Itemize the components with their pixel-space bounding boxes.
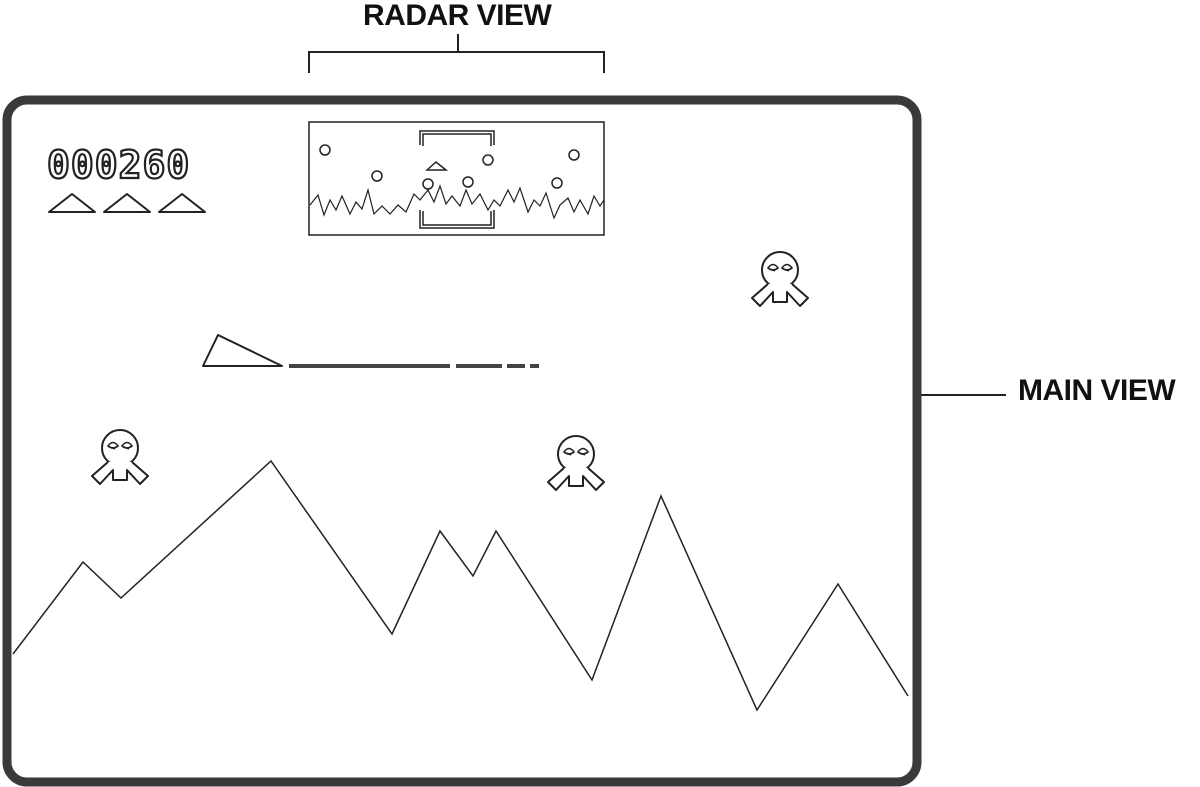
ship-icon — [158, 193, 206, 213]
terrain-mountains — [12, 459, 909, 712]
ship-icon — [103, 193, 151, 213]
ship-icon — [48, 193, 96, 213]
radar-enemy-blip — [482, 154, 494, 166]
radar-view-callout-label: RADAR VIEW — [363, 0, 552, 32]
score-display: 000260 — [47, 143, 190, 187]
player-ship — [202, 334, 283, 367]
radar-player-blip — [425, 161, 449, 171]
radar-enemy-blip — [371, 170, 383, 182]
radar-enemy-blip — [551, 177, 563, 189]
main-view-callout-label: MAIN VIEW — [1018, 374, 1176, 407]
main-view-screen — [2, 95, 922, 787]
radar-enemy-blip — [319, 144, 331, 156]
ship-icon — [202, 334, 283, 367]
radar-viewport-bracket-top — [419, 130, 495, 146]
radar-callout-bracket — [308, 34, 605, 73]
radar-view — [308, 121, 605, 236]
radar-viewport-bracket-bottom — [419, 210, 495, 229]
radar-enemy-blip — [568, 149, 580, 161]
radar-enemy-blip — [462, 176, 474, 188]
radar-terrain — [309, 184, 605, 220]
lives-remaining — [48, 193, 206, 213]
radar-enemy-blip — [422, 178, 434, 190]
